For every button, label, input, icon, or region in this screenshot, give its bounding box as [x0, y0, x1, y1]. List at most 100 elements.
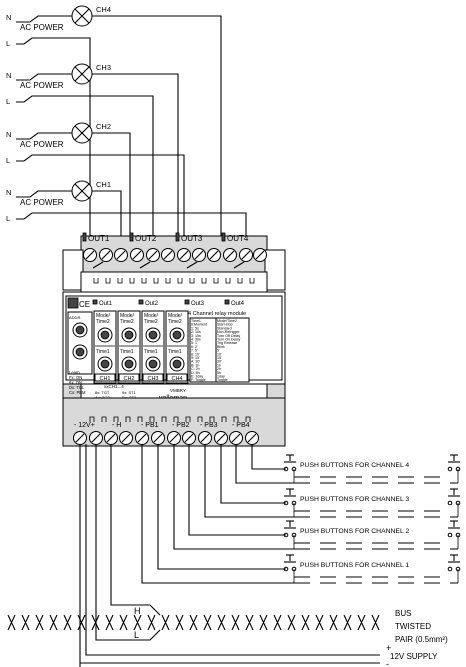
screw-slot [85, 250, 95, 260]
relay-coil-mark [225, 278, 231, 284]
line-label: L [6, 97, 10, 106]
terminal-mark [101, 416, 107, 422]
time1-row: E: 1day [191, 375, 203, 379]
input-label: - H [112, 422, 121, 429]
input-label: - PB2 [172, 422, 190, 429]
mode-label: Mode/ [144, 313, 159, 319]
time1-row: 9: 15' [191, 356, 200, 360]
relay-coil-mark [249, 278, 255, 284]
mode-label: Time2 [168, 319, 182, 325]
twisted-pair-wire [7, 614, 380, 631]
bus-wiring [7, 444, 380, 667]
time1-label: Time1 [144, 349, 158, 355]
line-label: L [6, 156, 10, 165]
time1-row: 6: 2' [191, 345, 198, 349]
mode-row: Mode/Time2 [217, 319, 237, 323]
out-led [92, 299, 98, 305]
neutral-wire [16, 73, 72, 81]
time1-row: F: Toggle [191, 378, 206, 382]
supply-label: 12V SUPPLY [390, 652, 438, 661]
line-label: L [6, 214, 10, 223]
bus-l-label: L [134, 630, 139, 640]
time1-row: 8: 10' [191, 352, 200, 356]
neutral-label: N [6, 71, 11, 80]
lamp-cross [74, 125, 90, 141]
lamp-cross [74, 183, 90, 199]
terminal-mark [173, 416, 179, 422]
time1-row: Time1 [191, 319, 201, 323]
output-label-4: OUT4 [227, 234, 249, 243]
mode-label: Mode/ [168, 313, 183, 319]
screw-slot [231, 433, 241, 443]
terminal-mark [221, 416, 227, 422]
time1-label: Time1 [168, 349, 182, 355]
mode-row: Non-Retrigger [217, 330, 240, 334]
relay-coil-mark [177, 278, 183, 284]
xx-legend: xxCH1...4 [104, 384, 124, 389]
channel-label: CH1 [99, 376, 110, 382]
left-legend-line: Fx: ON [69, 375, 82, 380]
lamp-output-wire [92, 132, 131, 236]
push-button-label: PUSH BUTTONS FOR CHANNEL 1 [300, 562, 409, 569]
lamp-label: CH1 [96, 180, 111, 189]
bus-label-1: BUS [395, 609, 411, 618]
relay-contact [186, 261, 198, 269]
lamp-cross [74, 66, 90, 82]
mode-row: 10' [217, 352, 222, 356]
screw-slot [184, 433, 194, 443]
x-bin-icon [67, 297, 79, 309]
input-label: - PB4 [232, 422, 250, 429]
time1-row: 4: 30s [191, 338, 201, 342]
relay-coil-mark [105, 278, 111, 284]
push-button-group-4: PUSH BUTTONS FOR CHANNEL 4 [235, 444, 461, 484]
left-legend-line: 6x: ON [69, 380, 82, 385]
time1-row: 2: 10s [191, 330, 201, 334]
neutral-label: N [6, 130, 11, 139]
screw-slot [91, 433, 101, 443]
relay-contact [233, 261, 245, 269]
push-button-group-2: PUSH BUTTONS FOR CHANNEL 2 [173, 444, 461, 550]
time1-label: Time1 [96, 349, 110, 355]
input-labels: - 12V+- H- PB1- PB2- PB3- PB4 [74, 422, 250, 429]
bus-h-label: H [134, 606, 141, 616]
mode-label: Mode/ [120, 313, 135, 319]
model-label: VMBRY [170, 388, 186, 393]
output-tick [82, 232, 87, 242]
channel-label-box [94, 373, 116, 382]
output-terminals [83, 248, 267, 262]
screw-slot [75, 433, 85, 443]
screw-slot [137, 433, 147, 443]
line-wire [16, 95, 154, 236]
mode-row: 30' [217, 360, 222, 364]
mode-row: 1day [217, 375, 225, 379]
ac-power-label: AC POWER [20, 140, 64, 149]
screw-slot [121, 433, 131, 443]
mode-table [215, 317, 250, 383]
neutral-label: N [6, 13, 11, 22]
mode-row: Trig Release [217, 341, 237, 345]
output-label-1: OUT1 [88, 234, 110, 243]
neutral-wire [16, 190, 72, 198]
screw-slot [247, 433, 257, 443]
mid-legend: 9x: ST1 [122, 390, 137, 395]
lamp-label: CH2 [96, 122, 111, 131]
time1-row: A: 30' [191, 360, 200, 364]
terminal-mark [125, 416, 131, 422]
pb-common-wire [204, 444, 294, 518]
screw-slot [106, 433, 116, 443]
screw-slot [179, 250, 189, 260]
output-tick [175, 232, 180, 242]
lamp-output-wire [92, 73, 179, 236]
out-led [138, 299, 144, 305]
pb-common-wire [141, 444, 294, 584]
relay-coil-mark [141, 278, 147, 284]
time1-label: Time1 [120, 349, 134, 355]
terminal-mark [113, 416, 119, 422]
relay-contact [139, 261, 151, 269]
channel-label: CH4 [171, 376, 182, 382]
terminal-mark [89, 416, 95, 422]
